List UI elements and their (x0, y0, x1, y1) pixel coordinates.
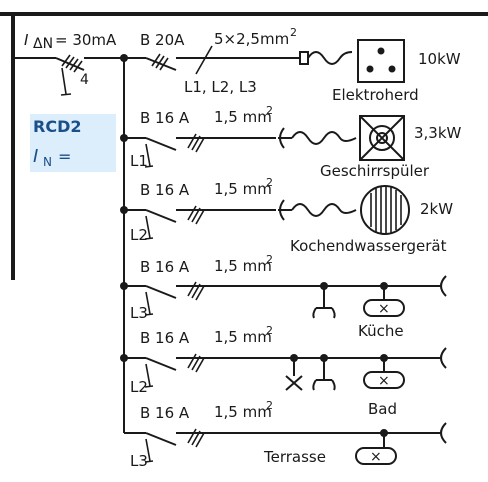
cable-label-2: 1,5 mm (214, 108, 272, 126)
breaker-label-3: B 16 A (140, 181, 190, 199)
cable-sup-3: 2 (266, 176, 273, 189)
breaker-label-2: B 16 A (140, 109, 190, 127)
socket-symbol-4 (312, 307, 336, 319)
load-label-5: Bad (368, 400, 397, 418)
rcd-current-subscript: ΔN (33, 36, 53, 52)
circuit-terrasse: B 16 A 1,5 mm 2 L3 × Terrasse (124, 399, 447, 470)
rcd2-i-symbol: I (33, 146, 38, 167)
circuit-elektroherd: B 20A 5×2,5mm 2 L1, L2, L3 Elektroherd 1… (124, 26, 461, 104)
lamp-x-4: × (378, 301, 390, 317)
cable-wave-1 (307, 51, 353, 65)
lamp-symbol-5 (363, 371, 405, 389)
load-label-2: Geschirrspüler (320, 162, 430, 180)
end-socket-4 (440, 275, 447, 297)
breaker-label-5: B 16 A (140, 329, 190, 347)
cable-label-4: 1,5 mm (214, 257, 272, 275)
end-socket-6 (440, 422, 447, 444)
plug-symbol-2 (278, 127, 292, 149)
rcd2-i-subscript: N (43, 155, 52, 169)
phase-label-4: L3 (130, 304, 148, 322)
rcd2-i-equals: = (58, 147, 71, 166)
plug-symbol-3 (278, 199, 292, 221)
main-rcd: I ΔN = 30mA 4 (13, 31, 124, 96)
rcd-current-symbol: I (24, 31, 29, 49)
fixed-connection-box (299, 51, 309, 65)
circuit-geschirrspueler: B 16 A 1,5 mm 2 L1 Geschirrspüler 3,3kW (124, 104, 462, 180)
cable-sup-5: 2 (266, 324, 273, 337)
rcd2-title: RCD2 (33, 117, 81, 136)
circuit-bad: B 16 A 1,5 mm 2 L2 × Bad (124, 324, 447, 418)
rcd-current-value: = 30mA (55, 31, 117, 49)
cable-sup-2: 2 (266, 104, 273, 117)
socket-symbol-5 (312, 379, 336, 391)
cable-label-5: 1,5 mm (214, 328, 272, 346)
lamp-symbol-4 (363, 299, 405, 317)
phase-label-2: L1 (130, 152, 148, 170)
switch-symbol-5 (285, 375, 303, 391)
circuit-kochendwasser: B 16 A 1,5 mm 2 L2 Kochendwassergerät 2k… (124, 176, 453, 255)
kochendwasser-symbol (360, 185, 410, 235)
cable-sup-6: 2 (266, 399, 273, 412)
breaker-label-1: B 20A (140, 31, 185, 49)
lamp-x-5: × (378, 373, 390, 389)
rcd-poles-label: 4 (80, 72, 89, 88)
lamp-symbol-6 (355, 447, 397, 465)
load-label-3: Kochendwassergerät (290, 237, 447, 255)
power-label-2: 3,3kW (414, 124, 462, 142)
cable-sup-4: 2 (266, 253, 273, 266)
cable-label-6: 1,5 mm (214, 403, 272, 421)
load-label-6: Terrasse (263, 448, 326, 466)
elektroherd-symbol (357, 39, 405, 83)
phase-label-3: L2 (130, 226, 148, 244)
power-label-3: 2kW (420, 200, 453, 218)
rcd2-label: RCD2 I N = (30, 114, 116, 172)
lamp-x-6: × (370, 449, 382, 465)
load-label-4: Küche (358, 322, 404, 340)
circuit-kueche: B 16 A 1,5 mm 2 L3 × Küche (124, 253, 447, 340)
cable-wave-3 (291, 203, 357, 217)
phase-label-5: L2 (130, 378, 148, 396)
cable-sup-1: 2 (290, 26, 297, 39)
end-socket-5 (440, 347, 447, 369)
cable-label-1: 5×2,5mm (214, 30, 289, 48)
cable-label-3: 1,5 mm (214, 180, 272, 198)
power-label-1: 10kW (418, 50, 461, 68)
breaker-label-4: B 16 A (140, 258, 190, 276)
geschirrspueler-symbol (359, 115, 405, 161)
phase-label-6: L3 (130, 452, 148, 470)
breaker-label-6: B 16 A (140, 404, 190, 422)
load-label-1: Elektroherd (332, 86, 419, 104)
cable-wave-2 (291, 131, 357, 145)
phase-label-1: L1, L2, L3 (184, 78, 257, 96)
